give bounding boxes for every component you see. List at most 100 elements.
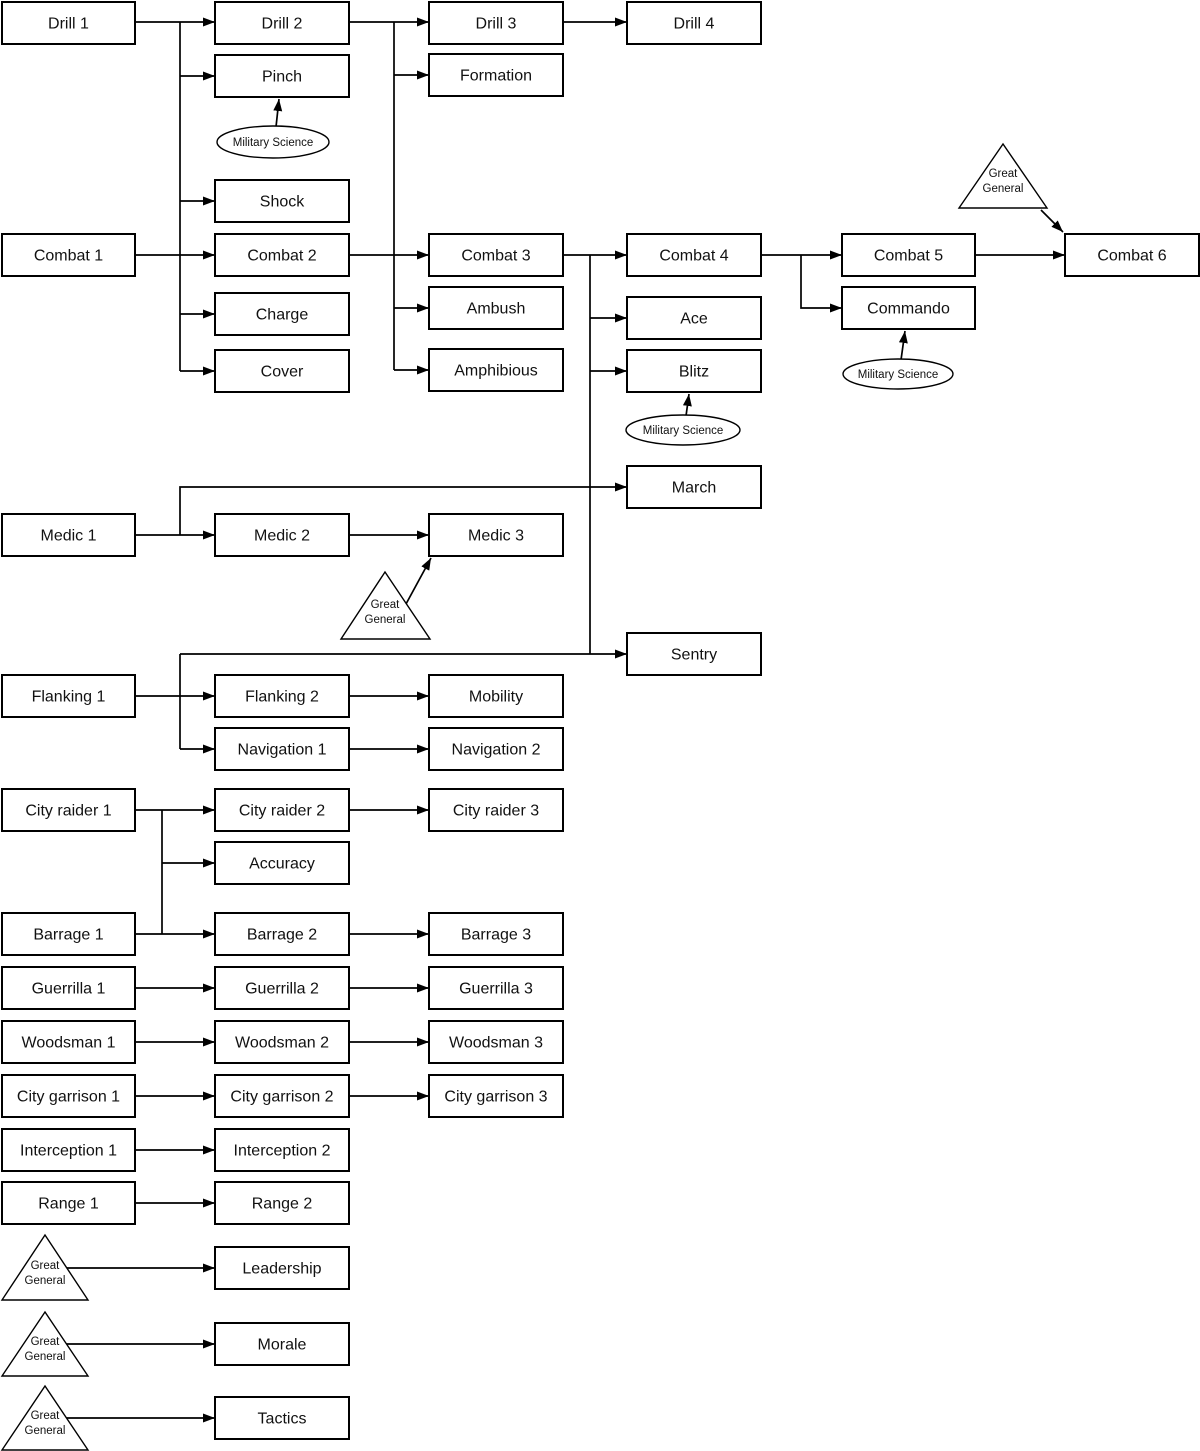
node-interception-2: Interception 2 bbox=[214, 1128, 350, 1172]
node-military-science-commando: Military Science bbox=[842, 358, 954, 390]
node-barrage-3: Barrage 3 bbox=[428, 912, 564, 956]
node-label: Cover bbox=[261, 364, 304, 381]
node-label: Guerrilla 1 bbox=[32, 981, 106, 998]
node-label: Accuracy bbox=[249, 856, 315, 873]
connector-arrow bbox=[682, 393, 692, 417]
node-label: Tactics bbox=[258, 1411, 307, 1428]
node-barrage-2: Barrage 2 bbox=[214, 912, 350, 956]
connector-arrow bbox=[405, 557, 432, 605]
node-label: Combat 6 bbox=[1097, 248, 1166, 265]
node-label: Woodsman 2 bbox=[235, 1035, 329, 1052]
node-label: Combat 1 bbox=[34, 248, 103, 265]
node-label: Ace bbox=[680, 311, 708, 328]
node-label: Pinch bbox=[262, 69, 302, 86]
node-label: Medic 2 bbox=[254, 528, 310, 545]
node-label: Blitz bbox=[679, 364, 709, 381]
node-accuracy: Accuracy bbox=[214, 841, 350, 885]
node-label: Commando bbox=[867, 301, 950, 318]
node-label: City raider 3 bbox=[453, 803, 539, 820]
node-woodsman-1: Woodsman 1 bbox=[1, 1020, 136, 1064]
node-drill-4: Drill 4 bbox=[626, 1, 762, 45]
node-blitz: Blitz bbox=[626, 349, 762, 393]
node-label: General bbox=[25, 1425, 66, 1437]
node-range-1: Range 1 bbox=[1, 1181, 136, 1225]
node-label: City garrison 1 bbox=[17, 1089, 120, 1106]
node-formation: Formation bbox=[428, 53, 564, 97]
node-label: Leadership bbox=[242, 1261, 321, 1278]
connector-arrow bbox=[898, 330, 908, 361]
node-leadership: Leadership bbox=[214, 1246, 350, 1290]
node-label: Military Science bbox=[643, 425, 724, 437]
node-label: Great bbox=[989, 168, 1019, 180]
node-city-raider-2: City raider 2 bbox=[214, 788, 350, 832]
node-label: General bbox=[25, 1351, 66, 1363]
node-label: Flanking 2 bbox=[245, 689, 319, 706]
node-barrage-1: Barrage 1 bbox=[1, 912, 136, 956]
node-cover: Cover bbox=[214, 349, 350, 393]
node-woodsman-2: Woodsman 2 bbox=[214, 1020, 350, 1064]
node-military-science-blitz: Military Science bbox=[625, 414, 741, 446]
node-label: Woodsman 1 bbox=[22, 1035, 116, 1052]
node-interception-1: Interception 1 bbox=[1, 1128, 136, 1172]
node-label: Navigation 2 bbox=[452, 742, 541, 759]
node-flanking-2: Flanking 2 bbox=[214, 674, 350, 718]
node-navigation-2: Navigation 2 bbox=[428, 727, 564, 771]
node-label: Flanking 1 bbox=[32, 689, 106, 706]
node-combat-3: Combat 3 bbox=[428, 233, 564, 277]
node-combat-2: Combat 2 bbox=[214, 233, 350, 277]
node-label: Combat 4 bbox=[659, 248, 728, 265]
node-range-2: Range 2 bbox=[214, 1181, 350, 1225]
node-label: General bbox=[25, 1275, 66, 1287]
node-label: Drill 3 bbox=[476, 16, 517, 33]
node-label: Sentry bbox=[671, 647, 717, 664]
node-guerrilla-3: Guerrilla 3 bbox=[428, 966, 564, 1010]
node-label: Navigation 1 bbox=[238, 742, 327, 759]
node-combat-6: Combat 6 bbox=[1064, 233, 1200, 277]
node-label: March bbox=[672, 480, 716, 497]
node-label: Woodsman 3 bbox=[449, 1035, 543, 1052]
node-label: Great bbox=[31, 1410, 61, 1422]
node-label: Great bbox=[31, 1260, 61, 1272]
node-guerrilla-1: Guerrilla 1 bbox=[1, 966, 136, 1010]
node-label: Military Science bbox=[858, 369, 939, 381]
connector-arrow bbox=[1040, 209, 1064, 233]
node-label: Charge bbox=[256, 307, 309, 324]
node-label: Range 1 bbox=[38, 1196, 99, 1213]
node-label: General bbox=[365, 614, 406, 626]
node-label: Barrage 3 bbox=[461, 927, 531, 944]
node-guerrilla-2: Guerrilla 2 bbox=[214, 966, 350, 1010]
node-label: Range 2 bbox=[252, 1196, 313, 1213]
node-label: Interception 2 bbox=[234, 1143, 331, 1160]
node-drill-3: Drill 3 bbox=[428, 1, 564, 45]
node-label: Barrage 1 bbox=[33, 927, 103, 944]
node-pinch: Pinch bbox=[214, 54, 350, 98]
node-city-raider-3: City raider 3 bbox=[428, 788, 564, 832]
node-label: Amphibious bbox=[454, 363, 538, 380]
node-drill-2: Drill 2 bbox=[214, 1, 350, 45]
node-label: City raider 2 bbox=[239, 803, 325, 820]
node-medic-1: Medic 1 bbox=[1, 513, 136, 557]
node-label: Medic 1 bbox=[40, 528, 96, 545]
node-label: Drill 2 bbox=[262, 16, 303, 33]
node-medic-3: Medic 3 bbox=[428, 513, 564, 557]
node-label: General bbox=[983, 183, 1024, 195]
node-label: Morale bbox=[258, 1337, 307, 1354]
node-combat-1: Combat 1 bbox=[1, 233, 136, 277]
node-sentry: Sentry bbox=[626, 632, 762, 676]
node-amphibious: Amphibious bbox=[428, 348, 564, 392]
node-combat-4: Combat 4 bbox=[626, 233, 762, 277]
node-charge: Charge bbox=[214, 292, 350, 336]
node-tactics: Tactics bbox=[214, 1396, 350, 1440]
node-ace: Ace bbox=[626, 296, 762, 340]
node-march: March bbox=[626, 465, 762, 509]
node-label: Guerrilla 2 bbox=[245, 981, 319, 998]
node-medic-2: Medic 2 bbox=[214, 513, 350, 557]
node-label: Combat 2 bbox=[247, 248, 316, 265]
node-woodsman-3: Woodsman 3 bbox=[428, 1020, 564, 1064]
node-combat-5: Combat 5 bbox=[841, 233, 976, 277]
